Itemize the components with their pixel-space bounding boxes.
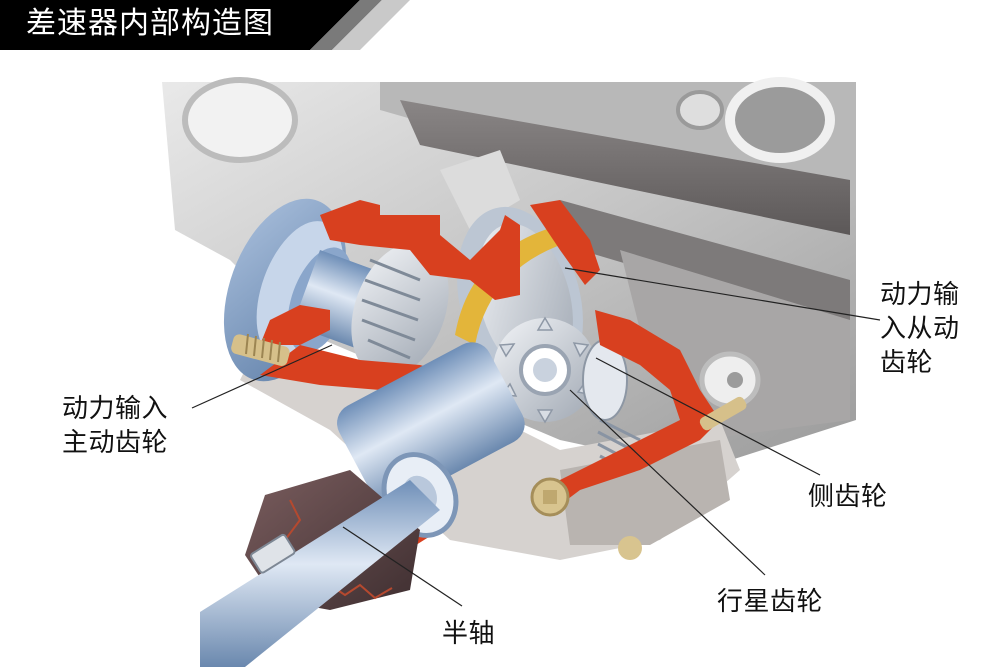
label-planet-gear: 行星齿轮: [717, 587, 824, 617]
drive-pinion-gear: [351, 242, 449, 378]
title-banner: 差速器内部构造图: [0, 0, 420, 50]
label-drive-pinion: 动力输入 主动齿轮: [62, 394, 169, 458]
label-ring-gear: 动力输 入从动 齿轮: [880, 280, 960, 378]
banner-stripes: [0, 0, 410, 50]
page-title: 差速器内部构造图: [26, 6, 274, 41]
label-side-gear: 侧齿轮: [808, 482, 888, 512]
label-half-shaft: 半轴: [442, 619, 496, 649]
